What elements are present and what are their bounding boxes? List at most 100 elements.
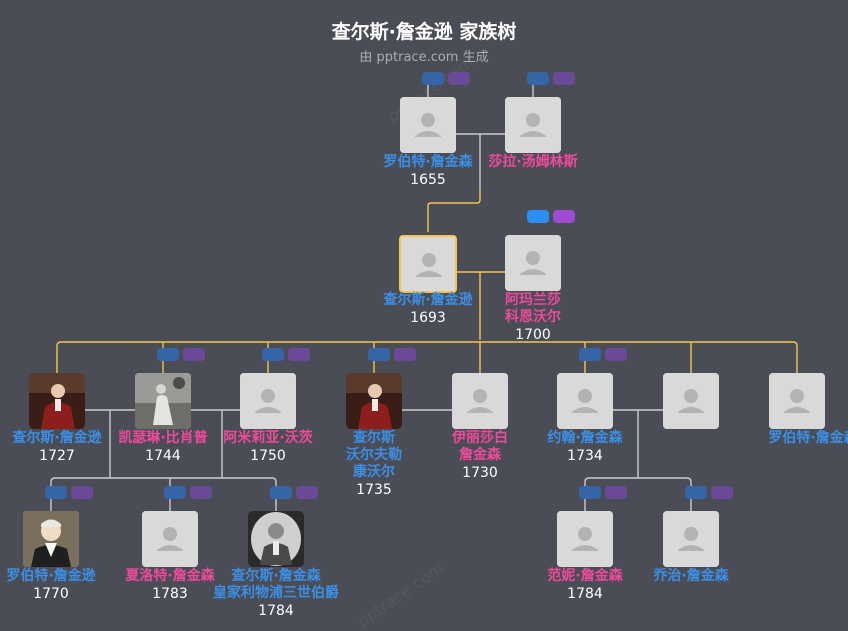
person-silhouette-icon: [142, 511, 198, 567]
relation-toggle-purple[interactable]: [296, 486, 318, 499]
relation-toggle-purple[interactable]: [553, 72, 575, 85]
portrait-photo: [23, 511, 79, 567]
birth-year: 1784: [567, 586, 603, 602]
person-card-p15[interactable]: [248, 511, 304, 567]
person-card-p10[interactable]: [557, 373, 613, 429]
relation-toggle-purple[interactable]: [190, 486, 212, 499]
relation-toggle-purple[interactable]: [605, 348, 627, 361]
person-name[interactable]: 查尔斯·詹金逊: [12, 430, 102, 446]
person-card-p2[interactable]: [505, 97, 561, 153]
person-name[interactable]: 阿玛兰莎: [505, 292, 561, 308]
relation-toggle-purple[interactable]: [448, 72, 470, 85]
relation-toggle-blue[interactable]: [164, 486, 186, 499]
birth-year: 1783: [152, 586, 188, 602]
person-name[interactable]: 查尔斯·詹金森: [231, 568, 321, 584]
relation-toggle-blue[interactable]: [527, 72, 549, 85]
person-name[interactable]: 罗伯特·詹金森: [768, 430, 848, 446]
birth-year: 1700: [515, 327, 551, 343]
person-name[interactable]: 康沃尔: [353, 464, 395, 480]
person-name[interactable]: 詹金森: [459, 447, 501, 463]
portrait-photo: [248, 511, 304, 567]
relation-toggle-blue[interactable]: [45, 486, 67, 499]
page-subtitle: 由 pptrace.com 生成: [359, 50, 489, 65]
relation-toggle-purple[interactable]: [183, 348, 205, 361]
birth-year: 1750: [250, 448, 286, 464]
person-card-p5[interactable]: [29, 373, 85, 429]
person-card-p3[interactable]: [399, 235, 457, 293]
person-card-p17[interactable]: [663, 511, 719, 567]
person-silhouette-icon: [240, 373, 296, 429]
children-bus-line: [50, 477, 277, 511]
portrait-photo: [346, 373, 402, 429]
descent-line-focus: [427, 190, 481, 232]
relation-toggle-blue[interactable]: [527, 210, 549, 223]
person-card-p1[interactable]: [400, 97, 456, 153]
relation-toggle-purple[interactable]: [711, 486, 733, 499]
person-card-p7[interactable]: [240, 373, 296, 429]
relation-toggle-purple[interactable]: [605, 486, 627, 499]
person-card-p8[interactable]: [346, 373, 402, 429]
relation-toggle-blue[interactable]: [579, 486, 601, 499]
person-name[interactable]: 凯瑟琳·比肖普: [118, 430, 208, 446]
person-name[interactable]: 乔治·詹金森: [653, 568, 729, 584]
relation-toggle-purple[interactable]: [553, 210, 575, 223]
person-card-p9[interactable]: [452, 373, 508, 429]
relation-toggle-blue[interactable]: [685, 486, 707, 499]
person-silhouette-icon: [557, 373, 613, 429]
person-name[interactable]: 夏洛特·詹金森: [125, 568, 215, 584]
relation-toggle-purple[interactable]: [394, 348, 416, 361]
portrait-photo: [135, 373, 191, 429]
person-name[interactable]: 伊丽莎白: [452, 430, 508, 446]
person-name[interactable]: 查尔斯·詹金逊: [383, 292, 473, 308]
person-name[interactable]: 阿米莉亚·沃茨: [223, 430, 313, 446]
relation-toggle-blue[interactable]: [157, 348, 179, 361]
birth-year: 1655: [410, 172, 446, 188]
relation-toggle-blue[interactable]: [579, 348, 601, 361]
person-card-p16[interactable]: [557, 511, 613, 567]
relation-toggle-blue[interactable]: [270, 486, 292, 499]
birth-year: 1735: [356, 482, 392, 498]
person-card-p13[interactable]: [23, 511, 79, 567]
person-card-p12[interactable]: [769, 373, 825, 429]
relation-toggle-blue[interactable]: [262, 348, 284, 361]
person-silhouette-icon: [505, 235, 561, 291]
birth-year: 1770: [33, 586, 69, 602]
relation-toggle-purple[interactable]: [288, 348, 310, 361]
children-bus-line: [56, 341, 798, 373]
person-silhouette-icon: [663, 511, 719, 567]
relation-toggle-purple[interactable]: [71, 486, 93, 499]
birth-year: 1744: [145, 448, 181, 464]
person-name[interactable]: 科恩沃尔: [505, 309, 561, 325]
person-card-p14[interactable]: [142, 511, 198, 567]
person-name[interactable]: 罗伯特·詹金森: [383, 154, 473, 170]
relation-toggle-blue[interactable]: [368, 348, 390, 361]
birth-year: 1784: [258, 603, 294, 619]
page-title: 查尔斯·詹金逊 家族树: [331, 21, 517, 43]
person-name[interactable]: 莎拉·汤姆林斯: [488, 154, 578, 170]
portrait-photo: [29, 373, 85, 429]
person-card-p11[interactable]: [663, 373, 719, 429]
relation-toggle-blue[interactable]: [422, 72, 444, 85]
birth-year: 1727: [39, 448, 75, 464]
person-name[interactable]: 查尔斯: [353, 430, 395, 446]
person-name[interactable]: 罗伯特·詹金逊: [6, 568, 96, 584]
person-silhouette-icon: [505, 97, 561, 153]
person-silhouette-icon: [663, 373, 719, 429]
children-bus-line: [584, 477, 692, 511]
person-card-p4[interactable]: [505, 235, 561, 291]
person-silhouette-icon: [400, 97, 456, 153]
person-card-p6[interactable]: [135, 373, 191, 429]
person-silhouette-icon: [557, 511, 613, 567]
birth-year: 1693: [410, 310, 446, 326]
person-name[interactable]: 范妮·詹金森: [547, 568, 623, 584]
birth-year: 1730: [462, 465, 498, 481]
person-name[interactable]: 约翰·詹金森: [547, 430, 623, 446]
person-name[interactable]: 沃尔夫勒: [346, 447, 402, 463]
birth-year: 1734: [567, 448, 603, 464]
person-silhouette-icon: [401, 237, 455, 291]
person-silhouette-icon: [452, 373, 508, 429]
person-name[interactable]: 皇家利物浦三世伯爵: [213, 585, 339, 601]
person-silhouette-icon: [769, 373, 825, 429]
